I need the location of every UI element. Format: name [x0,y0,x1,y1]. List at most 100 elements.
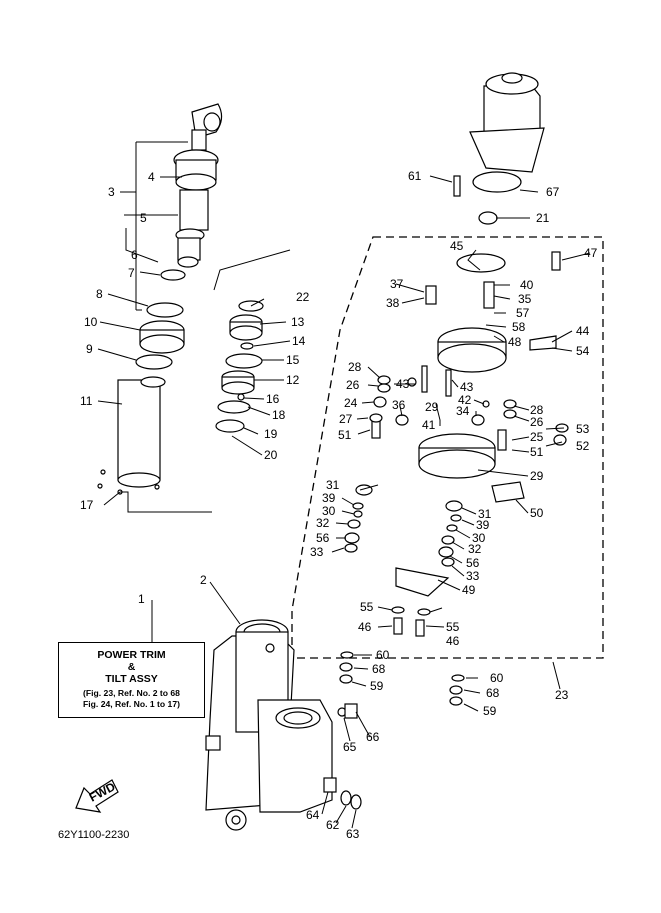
part-label: 49 [462,583,476,597]
fwd-arrow: FWD [75,779,119,813]
info-box: POWER TRIM & TILT ASSY (Fig. 23, Ref. No… [58,642,205,718]
part-label: 32 [468,542,482,556]
part-label: 64 [306,808,320,822]
part-label: 41 [422,418,436,432]
part-label: 17 [80,498,94,512]
part-label: 22 [296,290,310,304]
part-label: 53 [576,422,590,436]
part-label: 52 [576,439,590,453]
part-label: 26 [530,415,544,429]
part-label: 60 [490,671,504,685]
part-label: 68 [372,662,386,676]
part-label: 35 [518,292,532,306]
valve-block [395,335,557,597]
part-label: 28 [348,360,362,374]
part-label: 51 [338,428,352,442]
part-label: 55 [446,620,460,634]
part-label: 18 [272,408,286,422]
part-label: 1 [138,592,145,606]
info-title-line1: POWER TRIM [97,649,166,661]
leader-lines [97,141,591,829]
part-label: 68 [486,686,500,700]
part-label: 12 [286,373,300,387]
part-label: 14 [292,334,306,348]
part-label: 30 [322,504,336,518]
part-label: 24 [344,396,358,410]
part-label: 3 [108,185,115,199]
part-label: 29 [425,400,439,414]
info-ref-line2: Fig. 24, Ref. No. 1 to 17) [83,699,180,709]
part-label: 46 [446,634,460,648]
part-label: 55 [360,600,374,614]
part-label: 30 [472,531,486,545]
part-label: 60 [376,648,390,662]
part-label: 28 [530,403,544,417]
part-label: 39 [322,491,336,505]
part-label: 29 [530,469,544,483]
part-label: 61 [408,169,422,183]
pump-plate [437,253,507,373]
part-label: 15 [286,353,300,367]
info-title-line3: TILT ASSY [105,673,158,685]
part-label: 65 [343,740,357,754]
part-label: 48 [508,335,522,349]
part-label: 19 [264,427,278,441]
part-label: 13 [291,315,305,329]
part-label: 20 [264,448,278,462]
diagram-code: 62Y1100-2230 [58,829,130,841]
part-label: 45 [450,239,464,253]
part-label: 25 [530,430,544,444]
part-labels: 1 2 3 4 5 6 7 8 10 9 11 17 22 13 14 15 1… [80,169,598,841]
part-label: 9 [86,342,93,356]
tilt-rod-assembly [97,103,223,495]
part-label: 27 [339,412,353,426]
part-label: 54 [576,344,590,358]
part-label: 58 [512,320,526,334]
part-label: 42 [458,393,472,407]
part-label: 8 [96,287,103,301]
part-label: 62 [326,818,340,832]
part-label: 59 [483,704,497,718]
seal-stack [215,300,264,433]
part-label: 43 [460,380,474,394]
part-label: 6 [131,248,138,262]
trim-motor [469,72,545,225]
part-label: 26 [346,378,360,392]
part-label: 2 [200,573,207,587]
part-label: 4 [148,170,155,184]
part-label: 33 [466,569,480,583]
part-label: 57 [516,306,530,320]
part-label: 51 [530,445,544,459]
part-label: 37 [390,277,404,291]
part-label: 44 [576,324,590,338]
part-label: 11 [80,394,93,408]
part-label: 47 [584,246,598,260]
part-label: 21 [536,211,550,225]
part-label: 56 [316,531,330,545]
part-label: 23 [555,688,569,702]
part-label: 43 [396,377,410,391]
part-label: 66 [366,730,380,744]
part-label: 36 [392,398,406,412]
part-label: 31 [326,478,340,492]
part-label: 7 [128,266,135,280]
part-label: 56 [466,556,480,570]
part-label: 31 [478,507,492,521]
part-label: 50 [530,506,544,520]
main-cylinder [205,619,333,831]
part-label: 67 [546,185,560,199]
part-label: 59 [370,679,384,693]
part-label: 16 [266,392,280,406]
part-label: 32 [316,516,330,530]
part-label: 63 [346,827,360,841]
part-label: 38 [386,296,400,310]
info-ref-line1: (Fig. 23, Ref. No. 2 to 68 [83,688,180,698]
part-label: 5 [140,211,147,225]
part-label: 39 [476,518,490,532]
part-label: 40 [520,278,534,292]
part-label: 33 [310,545,324,559]
part-label: 34 [456,404,470,418]
info-title-line2: & [127,661,136,673]
part-label: 10 [84,315,98,329]
